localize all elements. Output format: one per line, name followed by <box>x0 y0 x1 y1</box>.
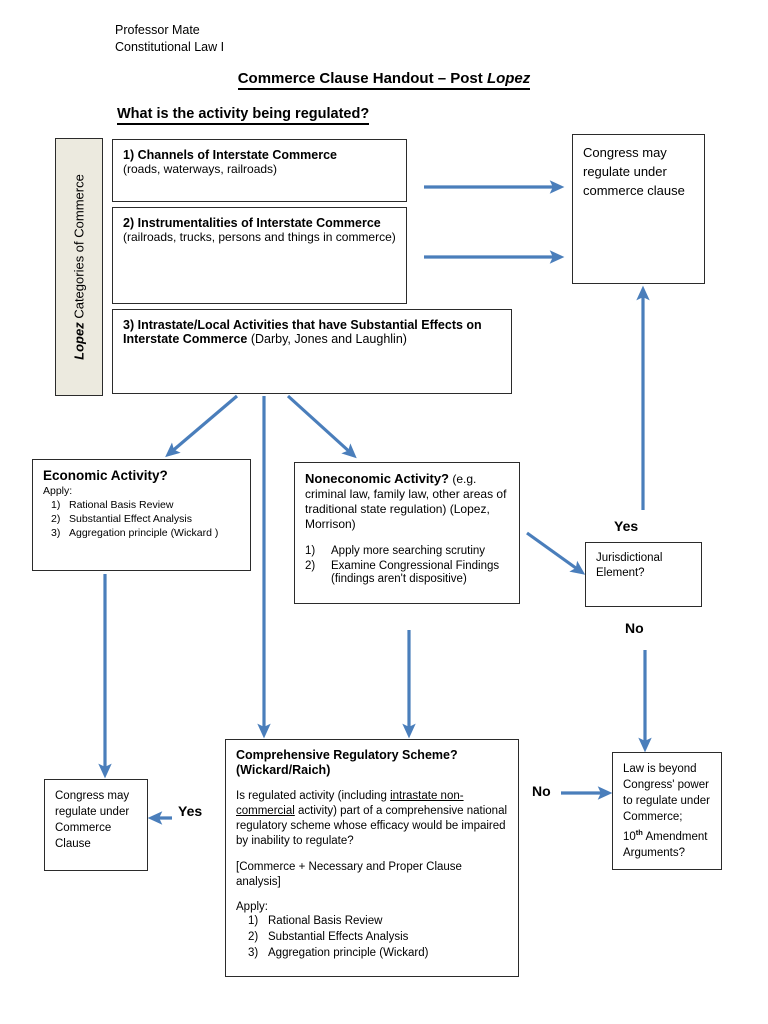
category-box-instrumentalities: 2) Instrumentalities of Interstate Comme… <box>112 207 407 304</box>
law-beyond-line2: Congress' power <box>623 779 709 791</box>
arrow-cat3-to-noneconomic <box>286 394 357 459</box>
law-beyond-line4: Commerce; <box>623 811 683 823</box>
list-item: 1) Rational Basis Review <box>43 498 240 512</box>
noneconomic-item-1-number: 2) <box>305 559 316 572</box>
comprehensive-body-part1: Is regulated activity (including <box>236 790 391 802</box>
jurisdictional-text: Jurisdictional Element? <box>596 552 663 579</box>
noneconomic-heading: Noneconomic Activity? (e.g. criminal law… <box>305 471 509 532</box>
economic-list: 1) Rational Basis Review 2) Substantial … <box>43 498 240 540</box>
economic-item-2-text: Aggregation principle (Wickard ) <box>69 527 219 539</box>
category-3-title-text: Intrastate/Local Activities that have Su… <box>123 318 482 346</box>
comprehensive-list: 1) Rational Basis Review 2) Substantial … <box>236 913 508 961</box>
outcome-box-law-is-beyond-congress-power: Law is beyond Congress' power to regulat… <box>612 752 722 870</box>
lopez-categories-band: Lopez Categories of Commerce <box>55 138 103 396</box>
category-2-title-text: Instrumentalities of Interstate Commerce <box>137 216 381 230</box>
law-beyond-line5: 10th Amendment <box>623 825 711 845</box>
decision-box-economic-activity: Economic Activity? Apply: 1) Rational Ba… <box>32 459 251 571</box>
comprehensive-bracket-note: [Commerce + Necessary and Proper Clause … <box>236 861 462 888</box>
decision-box-comprehensive-regulatory-scheme: Comprehensive Regulatory Scheme? (Wickar… <box>225 739 519 977</box>
category-1-subtitle: (roads, waterways, railroads) <box>123 162 278 176</box>
lopez-label-rest: Categories of Commerce <box>71 174 87 323</box>
decision-box-noneconomic-activity: Noneconomic Activity? (e.g. criminal law… <box>294 462 520 604</box>
edge-label-no-jurisdictional: No <box>625 620 644 636</box>
comprehensive-body-part2: activity) part of a comprehensive nation… <box>236 805 508 847</box>
lopez-emphasis: Lopez <box>71 322 87 360</box>
comprehensive-item-1-number: 2) <box>248 931 259 943</box>
outcome-box-congress-may-regulate-top: Congress may regulate under commerce cla… <box>572 134 705 284</box>
title-prefix: Commerce Clause Handout – Post <box>237 70 487 87</box>
comprehensive-item-1-text: Substantial Effects Analysis <box>268 931 409 943</box>
list-item: 3) Aggregation principle (Wickard ) <box>43 526 240 540</box>
comprehensive-heading-line2: (Wickard/Raich) <box>236 763 331 777</box>
page-title: Commerce Clause Handout – Post Lopez <box>0 70 768 90</box>
category-box-intrastate: 3) Intrastate/Local Activities that have… <box>112 309 512 394</box>
noneconomic-continuation: (findings aren't dispositive) <box>331 573 467 585</box>
title-case-name: Lopez <box>486 70 531 87</box>
category-3-note: (Darby, Jones and Laughlin) <box>250 332 407 346</box>
list-item: 2) Substantial Effect Analysis <box>43 512 240 526</box>
economic-heading: Economic Activity? <box>43 468 168 483</box>
category-1-title: 1) Channels of Interstate Commerce <box>123 148 396 162</box>
noneconomic-item-0-text: Apply more searching scrutiny <box>331 545 486 557</box>
noneconomic-item-1-text: Examine Congressional Findings <box>331 559 500 572</box>
category-1-title-text: Channels of Interstate Commerce <box>137 148 337 162</box>
category-box-channels: 1) Channels of Interstate Commerce (road… <box>112 139 407 202</box>
law-beyond-text: Law is beyond Congress' power to regulat… <box>623 761 711 861</box>
economic-item-1-text: Substantial Effect Analysis <box>69 513 192 525</box>
professor-name: Professor Mate <box>115 23 200 37</box>
category-2-subtitle: (railroads, trucks, persons and things i… <box>123 230 396 244</box>
edge-label-yes-comprehensive: Yes <box>178 803 203 819</box>
list-item: 1) Apply more searching scrutiny <box>305 544 509 559</box>
law-beyond-amendment-number: 10 <box>623 830 636 843</box>
author-block: Professor Mate Constitutional Law I <box>115 22 224 56</box>
arrow-noneconomic-to-jurisdictional <box>526 531 586 575</box>
comprehensive-item-0-text: Rational Basis Review <box>268 915 383 927</box>
category-2-number: 2) <box>123 216 135 230</box>
comprehensive-item-2-text: Aggregation principle (Wickard) <box>268 947 429 959</box>
edge-label-no-comprehensive: No <box>532 783 551 799</box>
law-beyond-line6: Arguments? <box>623 846 686 859</box>
law-beyond-amendment-word: Amendment <box>642 830 708 843</box>
list-item: 2) Examine Congressional Findings <box>305 559 509 574</box>
list-item: 2) Substantial Effects Analysis <box>236 929 508 945</box>
comprehensive-apply-label: Apply: <box>236 901 268 913</box>
category-3-number: 3) <box>123 318 135 332</box>
lopez-categories-label: Lopez Categories of Commerce <box>72 174 87 360</box>
comprehensive-body-underlined: intrastate non-commercial <box>236 790 464 817</box>
list-item: 3) Aggregation principle (Wickard) <box>236 945 508 961</box>
decision-box-jurisdictional-element: Jurisdictional Element? <box>585 542 702 607</box>
economic-apply-label: Apply: <box>43 485 73 497</box>
economic-item-0-number: 1) <box>51 499 61 511</box>
noneconomic-item-0-number: 1) <box>305 545 316 557</box>
section-heading: What is the activity being regulated? <box>117 106 370 125</box>
category-1-number: 1) <box>123 148 135 162</box>
law-beyond-line3: to regulate under <box>623 795 710 807</box>
comprehensive-heading: Comprehensive Regulatory Scheme? (Wickar… <box>236 748 508 778</box>
noneconomic-heading-note: (e.g. criminal law, family law, other ar… <box>305 472 507 531</box>
category-3-title: 3) Intrastate/Local Activities that have… <box>123 318 501 346</box>
arrow-cat3-to-economic <box>165 394 239 458</box>
comprehensive-item-0-number: 1) <box>248 915 259 927</box>
congress-bottom-text: Congress may regulate under Commerce Cla… <box>55 790 130 850</box>
list-item: 1) Rational Basis Review <box>236 913 508 929</box>
comprehensive-item-2-number: 3) <box>248 947 259 959</box>
section-heading-text: What is the activity being regulated? <box>117 106 370 125</box>
comprehensive-body: Is regulated activity (including intrast… <box>236 789 508 849</box>
law-beyond-line1: Law is beyond <box>623 763 697 775</box>
economic-item-0-text: Rational Basis Review <box>69 499 174 511</box>
category-2-title: 2) Instrumentalities of Interstate Comme… <box>123 216 396 230</box>
economic-item-2-number: 3) <box>51 527 61 539</box>
edge-label-yes-jurisdictional: Yes <box>614 518 639 534</box>
comprehensive-heading-line1: Comprehensive Regulatory Scheme? <box>236 748 458 762</box>
economic-item-1-number: 2) <box>51 513 61 525</box>
noneconomic-list: 1) Apply more searching scrutiny 2) Exam… <box>305 544 509 573</box>
outcome-box-congress-may-regulate-bottom: Congress may regulate under Commerce Cla… <box>44 779 148 871</box>
noneconomic-heading-text: Noneconomic Activity? <box>305 471 449 486</box>
course-name: Constitutional Law I <box>115 40 225 54</box>
congress-top-text: Congress may regulate under commerce cla… <box>583 145 685 198</box>
law-beyond-ordinal-suffix: th <box>635 828 643 837</box>
